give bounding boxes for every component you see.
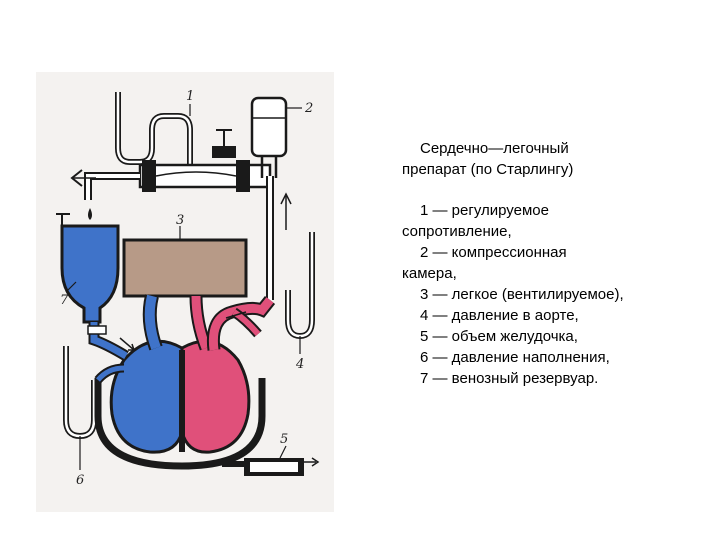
recorder-bowl	[94, 378, 266, 470]
heart-venous-side	[109, 339, 184, 454]
figure-label-5: 5	[280, 432, 288, 447]
legend-list: 1 — регулируемое сопротивление, 2 — комп…	[402, 200, 702, 389]
caption-title-line-1: Сердечно—легочный	[420, 140, 569, 157]
caption-title-line-2: препарат (по Старлингу)	[402, 161, 574, 178]
figure-label-4: 4	[295, 357, 304, 372]
legend-item-6: 6 — давление наполнения,	[420, 349, 610, 366]
resistance-clamp-left	[142, 160, 156, 192]
figure-label-6: 6	[76, 473, 84, 488]
legend-item-1-line-1: 1 — регулируемое	[420, 202, 549, 219]
legend-item-1: 1 — регулируемое сопротивление,	[402, 200, 702, 242]
cannula-clamp	[87, 325, 107, 335]
legend-item-1-line-2: сопротивление,	[402, 223, 512, 240]
chamber-2	[250, 96, 288, 158]
legend-item-5: 5 — объем желудочка,	[420, 328, 578, 345]
legend-item-4: 4 — давление в аорте,	[420, 307, 579, 324]
figure-label-2: 2	[304, 101, 313, 116]
legend-item-7: 7 — венозный резервуар.	[420, 370, 599, 387]
caption: Сердечно—легочный препарат (по Старлингу…	[402, 138, 702, 389]
compression-plunger	[212, 146, 236, 158]
figure-label-1: 1	[186, 89, 194, 104]
legend-item-2-line-1: 2 — компрессионная	[420, 244, 567, 261]
legend-item-2: 2 — компрессионная камера,	[402, 242, 702, 284]
legend-item-2-line-2: камера,	[402, 265, 457, 282]
caption-title: Сердечно—легочный препарат (по Старлингу…	[402, 138, 702, 180]
heart-arterial-side	[180, 339, 251, 454]
lung-box	[122, 238, 248, 298]
figure-label-3: 3	[176, 213, 184, 228]
venous-reservoir	[60, 224, 120, 324]
resistance-clamp-right	[236, 160, 250, 192]
figure-label-7: 7	[60, 293, 69, 308]
legend-item-3: 3 — легкое (вентилируемое),	[420, 286, 624, 303]
